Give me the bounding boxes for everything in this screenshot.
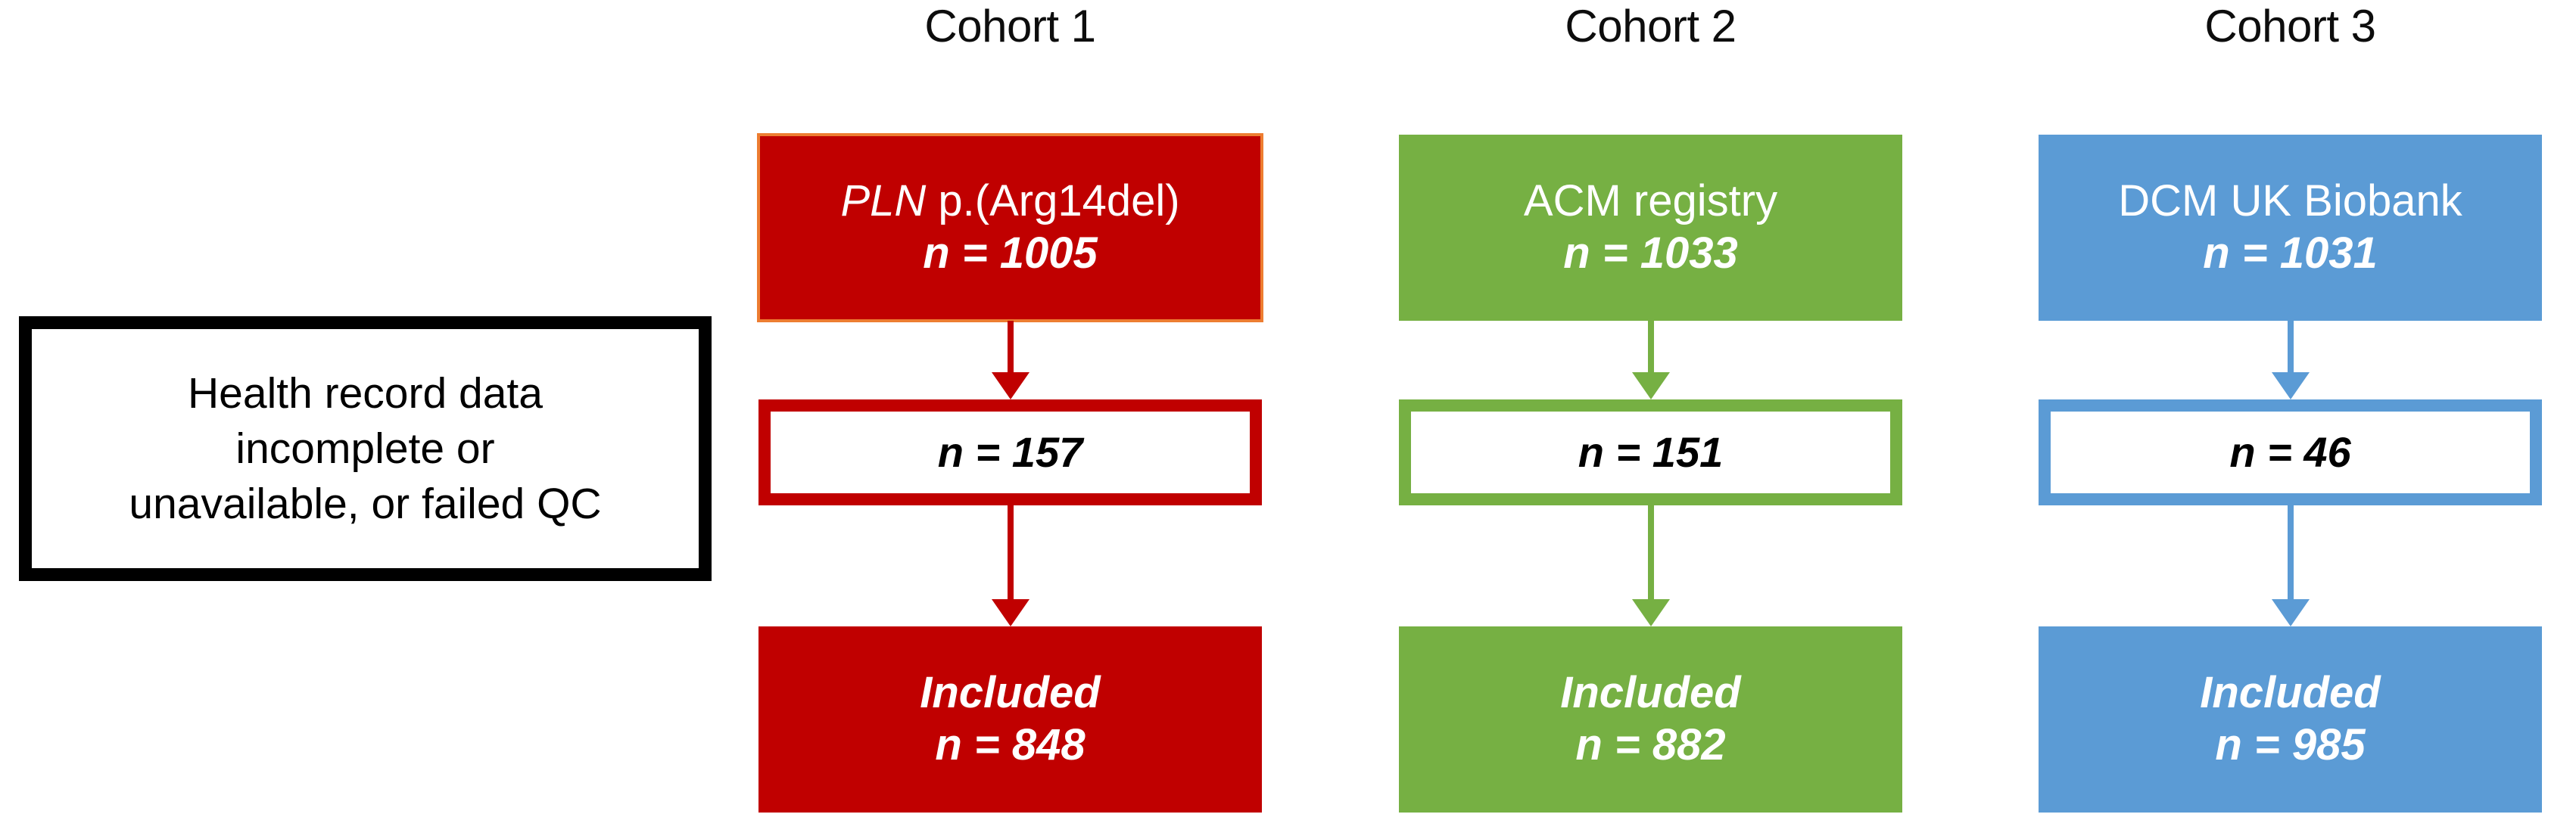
source-label-cohort-1: PLN p.(Arg14del) <box>840 176 1180 225</box>
included-count-cohort-1: n = 848 <box>935 720 1086 769</box>
excluded-box-cohort-1: n = 157 <box>758 399 1262 505</box>
excluded-box-cohort-3: n = 46 <box>2039 399 2542 505</box>
included-label-cohort-1: Included <box>920 668 1101 717</box>
arrow-excluded-to-included-cohort-2 <box>1632 505 1670 626</box>
source-count-cohort-2: n = 1033 <box>1563 228 1738 278</box>
included-count-cohort-3: n = 985 <box>2215 720 2366 769</box>
source-label-cohort-3: DCM UK Biobank <box>2118 176 2462 225</box>
source-label-cohort-2: ACM registry <box>1523 176 1778 225</box>
source-box-cohort-3: DCM UK Biobank n = 1031 <box>2039 135 2542 321</box>
arrow-source-to-excluded-cohort-1 <box>992 321 1029 399</box>
included-box-cohort-3: Included n = 985 <box>2039 626 2542 813</box>
exclusion-criteria-box: Health record data incomplete or unavail… <box>19 316 712 581</box>
source-box-cohort-2: ACM registry n = 1033 <box>1399 135 1902 321</box>
arrow-source-to-excluded-cohort-3 <box>2272 321 2310 399</box>
included-label-cohort-3: Included <box>2200 668 2381 717</box>
arrow-source-to-excluded-cohort-2 <box>1632 321 1670 399</box>
exclusion-line-3: unavailable, or failed QC <box>129 479 602 528</box>
included-box-cohort-2: Included n = 882 <box>1399 626 1902 813</box>
column-header-cohort-2: Cohort 2 <box>1565 1 1737 51</box>
included-count-cohort-2: n = 882 <box>1575 720 1726 769</box>
excluded-count-cohort-2: n = 151 <box>1578 428 1724 476</box>
source-count-cohort-1: n = 1005 <box>923 228 1098 278</box>
excluded-box-cohort-2: n = 151 <box>1399 399 1902 505</box>
excluded-count-cohort-3: n = 46 <box>2229 428 2351 476</box>
exclusion-line-2: incomplete or <box>235 424 495 473</box>
arrow-excluded-to-included-cohort-3 <box>2272 505 2310 626</box>
included-label-cohort-2: Included <box>1560 668 1741 717</box>
source-box-cohort-1: PLN p.(Arg14del) n = 1005 <box>757 133 1263 322</box>
included-box-cohort-1: Included n = 848 <box>758 626 1262 813</box>
column-header-cohort-1: Cohort 1 <box>924 1 1096 51</box>
source-count-cohort-3: n = 1031 <box>2203 228 2378 278</box>
exclusion-line-1: Health record data <box>188 368 543 418</box>
excluded-count-cohort-1: n = 157 <box>937 428 1083 476</box>
column-header-cohort-3: Cohort 3 <box>2204 1 2376 51</box>
arrow-excluded-to-included-cohort-1 <box>992 505 1029 626</box>
